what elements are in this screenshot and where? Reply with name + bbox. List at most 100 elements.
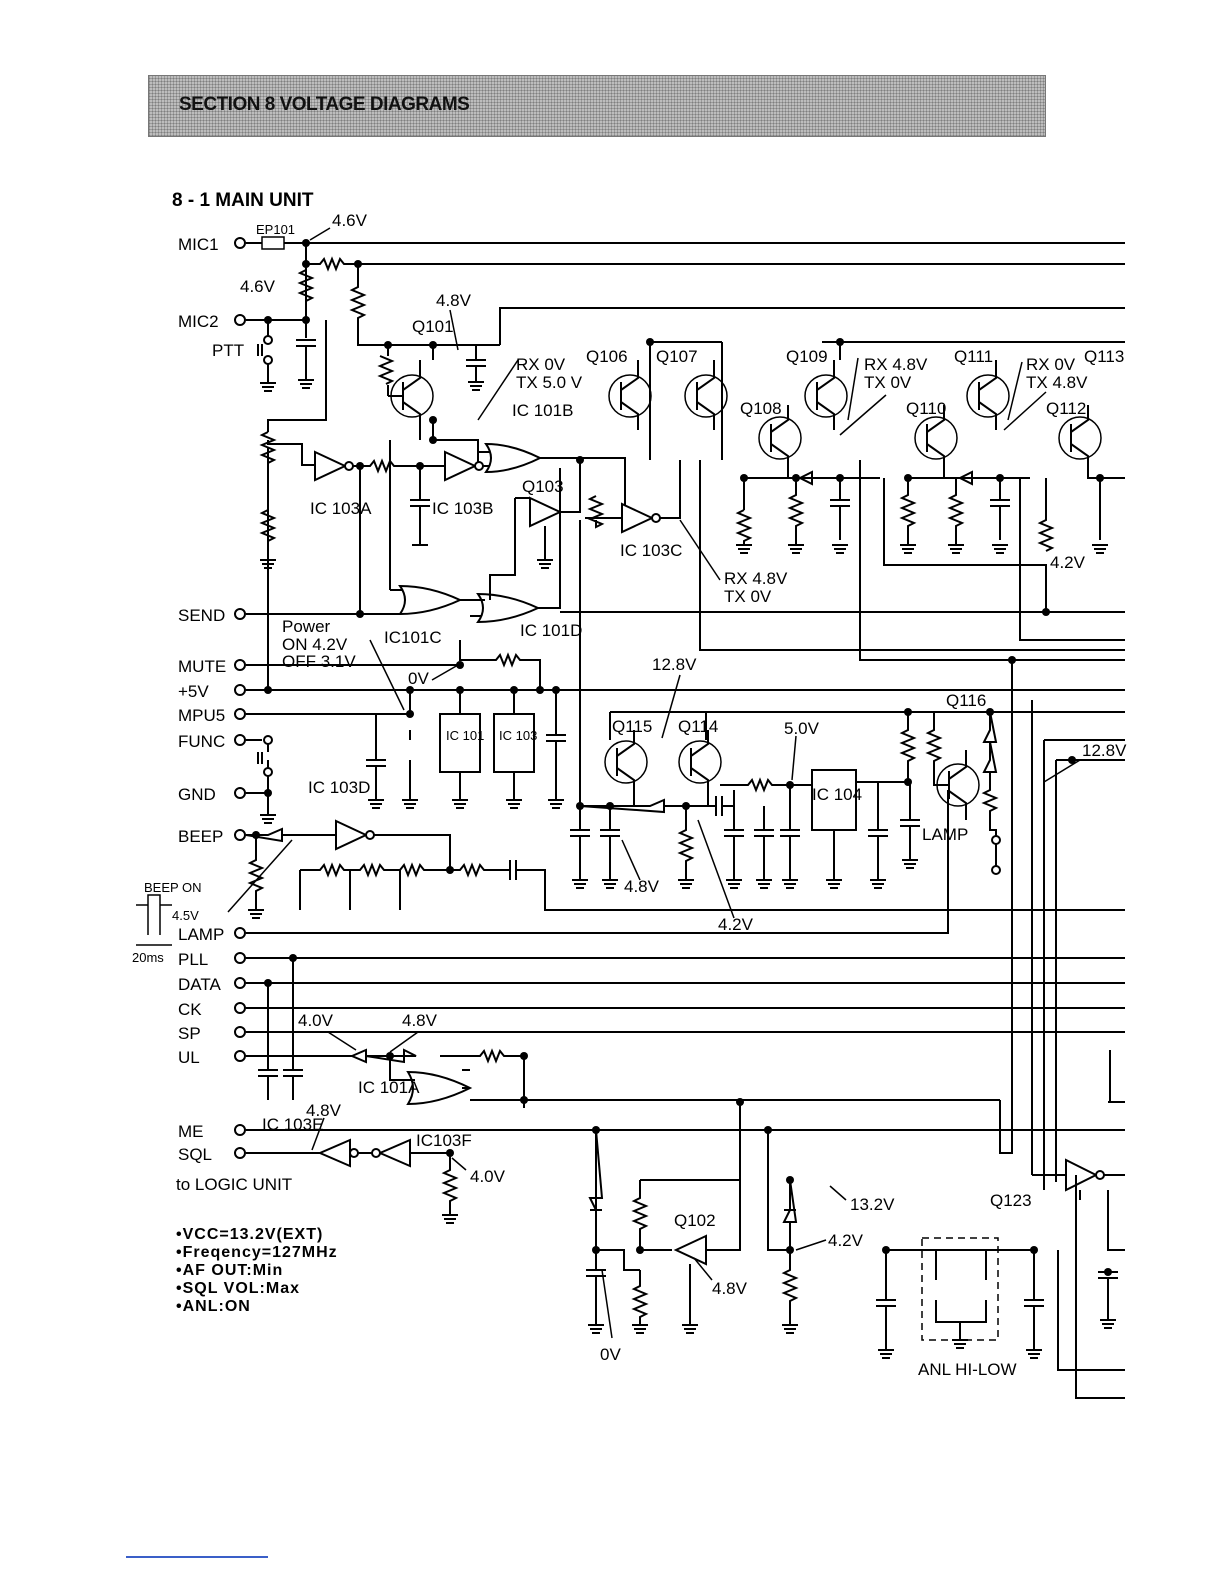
terminal-mute-label: MUTE: [178, 657, 226, 676]
terminal-lamp-label: LAMP: [178, 925, 224, 944]
voltage-rxtx3-tx: TX 4.8V: [1026, 373, 1088, 392]
ep101-label: EP101: [256, 222, 295, 237]
voltage-labels: 4.6V 4.6V 4.8V RX 0V TX 5.0 V RX 4.8V TX…: [172, 211, 1127, 1379]
ic103e-label: IC 103E: [262, 1115, 323, 1134]
ic103f-label: IC103F: [416, 1131, 472, 1150]
anl-hi-low-label: ANL HI-LOW: [918, 1360, 1017, 1379]
voltage-4-0v-d101: 4.0V: [298, 1011, 334, 1030]
ic103c-label: IC 103C: [620, 541, 682, 560]
section-banner: SECTION 8 VOLTAGE DIAGRAMS: [148, 75, 1046, 137]
q123-label: Q123: [990, 1191, 1032, 1210]
condition-sql-vol: •SQL VOL:Max: [176, 1280, 300, 1297]
condition-frequency: •Freqency=127MHz: [176, 1244, 338, 1261]
q106-label: Q106: [586, 347, 628, 366]
condition-anl: •ANL:ON: [176, 1298, 251, 1315]
q116-label: Q116: [946, 691, 986, 710]
ic103d-label: IC 103D: [308, 778, 370, 797]
condition-af-out: •AF OUT:Min: [176, 1262, 284, 1279]
terminal-gnd-label: GND: [178, 785, 216, 804]
ic101-label: IC 101: [446, 728, 484, 743]
voltage-power-off: OFF 3.1V: [282, 652, 356, 671]
voltage-mute-0v: 0V: [408, 669, 429, 688]
voltage-0v-d103: 0V: [600, 1345, 621, 1364]
ic103-label: IC 103: [499, 728, 537, 743]
voltage-rxtx4-rx: RX 4.8V: [724, 569, 788, 588]
q112-label: Q112: [1046, 399, 1086, 418]
q102-label: Q102: [674, 1211, 716, 1230]
voltage-4-2v-r110: 4.2V: [828, 1231, 864, 1250]
voltage-mic1: 4.6V: [332, 211, 368, 230]
terminal-pins: [234, 237, 1001, 1159]
voltage-rxtx1-tx: TX 5.0 V: [516, 373, 583, 392]
beep-waveform: [136, 894, 172, 946]
voltage-4-2v-d113: 4.2V: [718, 915, 754, 934]
voltage-4-0v-r164: 4.0V: [470, 1167, 506, 1186]
ic104-label: IC 104: [812, 785, 862, 804]
unit-title: 8 - 1 MAIN UNIT: [172, 190, 314, 211]
terminal-beep-label: BEEP: [178, 827, 223, 846]
ic103a-label: IC 103A: [310, 499, 372, 518]
beep-on-label: BEEP ON: [144, 880, 202, 895]
q103-label: Q103: [522, 477, 564, 496]
to-logic-unit-label: to LOGIC UNIT: [176, 1175, 292, 1194]
q101-label: Q101: [412, 317, 454, 336]
voltage-rxtx2-tx: TX 0V: [864, 373, 912, 392]
q109-label: Q109: [786, 347, 828, 366]
terminal-ck-label: CK: [178, 1000, 202, 1019]
ic101b-label: IC 101B: [512, 401, 573, 420]
terminal-me-label: ME: [178, 1122, 204, 1141]
voltage-rxtx2-rx: RX 4.8V: [864, 355, 928, 374]
condition-vcc: •VCC=13.2V(EXT): [176, 1226, 324, 1243]
terminal-ptt-label: PTT: [212, 341, 244, 360]
voltage-power-title: Power: [282, 617, 331, 636]
voltage-arrows: [227, 227, 1081, 1339]
voltage-12-8v: 12.8V: [652, 655, 697, 674]
terminal-sql-label: SQL: [178, 1145, 212, 1164]
terminal-mpu5-label: MPU5: [178, 706, 225, 725]
ic101d-label: IC 101D: [520, 621, 582, 640]
voltage-rxtx1-rx: RX 0V: [516, 355, 566, 374]
q108-label: Q108: [740, 399, 782, 418]
lamp-switch-label: LAMP: [922, 825, 968, 844]
voltage-4-8v-q102: 4.8V: [712, 1279, 748, 1298]
beep-ms-label: 20ms: [132, 950, 164, 965]
terminal-5v-label: +5V: [178, 682, 209, 701]
voltage-12-8v-right: 12.8V: [1082, 741, 1127, 760]
voltage-rxtx4-tx: TX 0V: [724, 587, 772, 606]
footer-rule: [126, 1556, 268, 1558]
terminal-send-label: SEND: [178, 606, 225, 625]
ic101a-label: IC 101A: [358, 1078, 420, 1097]
voltage-4-8v-d102: 4.8V: [402, 1011, 438, 1030]
terminal-pll-label: PLL: [178, 950, 208, 969]
junction-dots: [252, 239, 1112, 1276]
wiring: [245, 236, 1125, 1399]
ic101c-label: IC101C: [384, 628, 442, 647]
voltage-13-2v: 13.2V: [850, 1195, 895, 1214]
voltage-rxtx3-rx: RX 0V: [1026, 355, 1076, 374]
measurement-conditions: •VCC=13.2V(EXT) •Freqency=127MHz •AF OUT…: [176, 1226, 338, 1316]
q113-label: Q113: [1084, 347, 1124, 366]
q110-label: Q110: [906, 399, 946, 418]
q115-label: Q115: [612, 717, 652, 736]
voltage-beep-4-5v: 4.5V: [172, 908, 199, 923]
terminal-ul-label: UL: [178, 1048, 200, 1067]
transistor-labels: Q101 Q102 Q103 Q106 Q107 Q108 Q109 Q110 …: [412, 317, 1124, 1230]
voltage-4-2v-right: 4.2V: [1050, 553, 1086, 572]
terminal-labels: MIC1 MIC2 PTT SEND MUTE +5V MPU5 FUNC GN…: [132, 222, 295, 1194]
voltage-power-on: ON 4.2V: [282, 635, 348, 654]
voltage-mic2: 4.6V: [240, 277, 276, 296]
terminal-func-label: FUNC: [178, 732, 225, 751]
q114-label: Q114: [678, 717, 718, 736]
terminal-data-label: DATA: [178, 975, 221, 994]
voltage-q101: 4.8V: [436, 291, 472, 310]
voltage-4-8v-c136: 4.8V: [624, 877, 660, 896]
q111-label: Q111: [954, 347, 993, 366]
terminal-mic2-label: MIC2: [178, 312, 219, 331]
terminal-sp-label: SP: [178, 1024, 201, 1043]
ic103b-label: IC 103B: [432, 499, 493, 518]
voltage-5-0v: 5.0V: [784, 719, 820, 738]
section-title: SECTION 8 VOLTAGE DIAGRAMS: [179, 94, 470, 115]
q107-label: Q107: [656, 347, 698, 366]
terminal-mic1-label: MIC1: [178, 235, 219, 254]
